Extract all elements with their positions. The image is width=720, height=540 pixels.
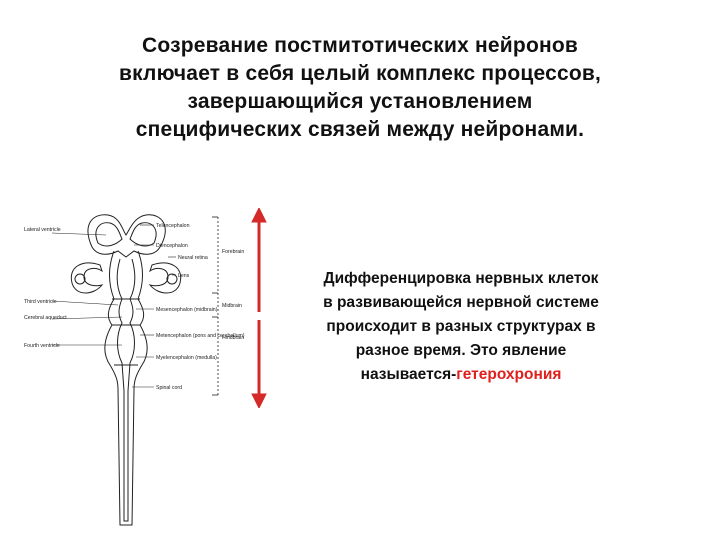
title-line: включает в себя целый комплекс процессов… [40, 60, 680, 88]
diagram-label: Myelencephalon (medulla) [156, 355, 217, 361]
body-line: в развивающейся нервной системе [296, 291, 626, 315]
diagram-label: Third ventricle [24, 299, 57, 305]
telencephalon-outline [88, 215, 165, 257]
diagram-label: Neural retina [178, 255, 208, 261]
title-line: специфических связей между нейронами. [40, 116, 680, 144]
diagram-label: Lens [178, 273, 190, 279]
body-prefix: называется- [361, 366, 457, 383]
heterochrony-term: гетерохрония [456, 366, 561, 383]
optic-cup-left [71, 263, 102, 293]
diagram-label: Diencephalon [156, 243, 188, 249]
neural-tube-outer [105, 251, 147, 525]
body-line: происходит в разных структурах в [296, 315, 626, 339]
title-line: завершающийся установлением [40, 88, 680, 116]
body-line: Дифференцировка нервных клеток [296, 267, 626, 291]
diagram-label: Hindbrain [222, 335, 244, 341]
diagram-label: Telencephalon [156, 223, 190, 229]
double-arrow-icon [248, 208, 270, 408]
optic-cup-right [150, 263, 181, 293]
diagram-label: Mesencephalon (midbrain) [156, 307, 218, 313]
diagram-label: Forebrain [222, 249, 244, 255]
diagram-label: Fourth ventricle [24, 343, 60, 349]
neural-tube-diagram: Lateral ventricle Third ventricle Cerebr… [22, 205, 258, 540]
diagram-label: Cerebral aqueduct [24, 315, 67, 321]
title-line: Созревание постмитотических нейронов [40, 32, 680, 60]
diagram-label: Midbrain [222, 303, 242, 309]
body-line-last: называется-гетерохрония [296, 363, 626, 387]
diagram-label: Spinal cord [156, 385, 182, 391]
slide-title: Созревание постмитотических нейронов вкл… [40, 32, 680, 144]
diagram-label: Lateral ventricle [24, 227, 61, 233]
body-line: разное время. Это явление [296, 339, 626, 363]
body-paragraph: Дифференцировка нервных клеток в развива… [296, 267, 626, 387]
